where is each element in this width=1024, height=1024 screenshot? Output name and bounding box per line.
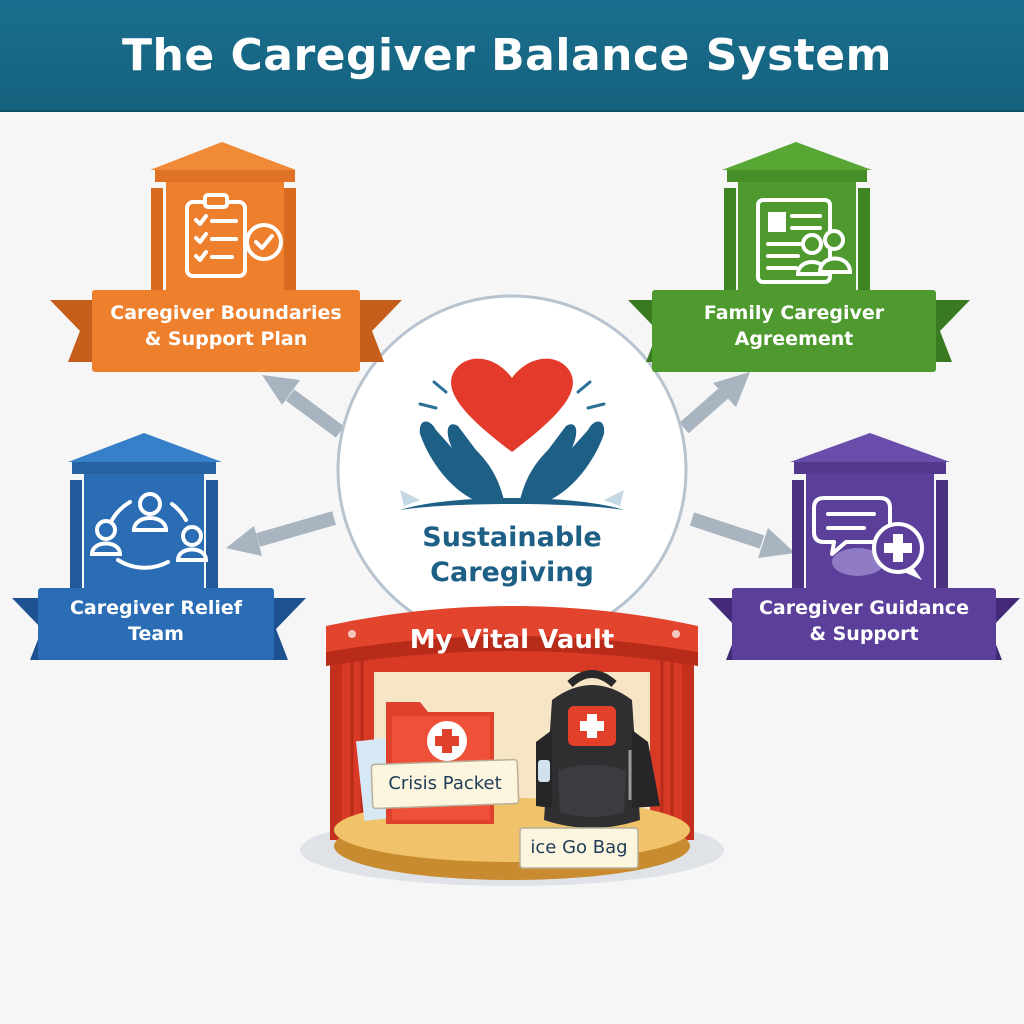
boundaries-line2: & Support Plan — [92, 326, 360, 352]
go-bag-label: ice Go Bag — [520, 835, 638, 861]
agreement-line2: Agreement — [652, 326, 936, 352]
crisis-packet-label: Crisis Packet — [372, 771, 518, 797]
guidance-line2: & Support — [732, 621, 996, 647]
vital-vault: My Vital Vault — [300, 606, 724, 886]
pillar-boundaries-label: Caregiver Boundaries & Support Plan — [92, 300, 360, 352]
arrow-to-boundaries — [262, 375, 340, 432]
agreement-line1: Family Caregiver — [652, 300, 936, 326]
pillar-guidance-label: Caregiver Guidance & Support — [732, 595, 996, 647]
center-title-line2: Caregiving — [430, 557, 594, 588]
center-hub: Sustainable Caregiving — [338, 296, 686, 644]
arrow-to-guidance — [692, 519, 795, 558]
relief-line1: Caregiver Relief — [38, 595, 274, 621]
guidance-line1: Caregiver Guidance — [732, 595, 996, 621]
vault-title: My Vital Vault — [410, 625, 614, 655]
arrow-to-relief — [226, 518, 334, 556]
pillar-agreement-label: Family Caregiver Agreement — [652, 300, 936, 352]
boundaries-line1: Caregiver Boundaries — [92, 300, 360, 326]
center-title-line1: Sustainable — [422, 522, 601, 553]
pillar-relief-label: Caregiver Relief Team — [38, 595, 274, 647]
arrow-to-agreement — [684, 372, 750, 428]
relief-line2: Team — [38, 621, 274, 647]
